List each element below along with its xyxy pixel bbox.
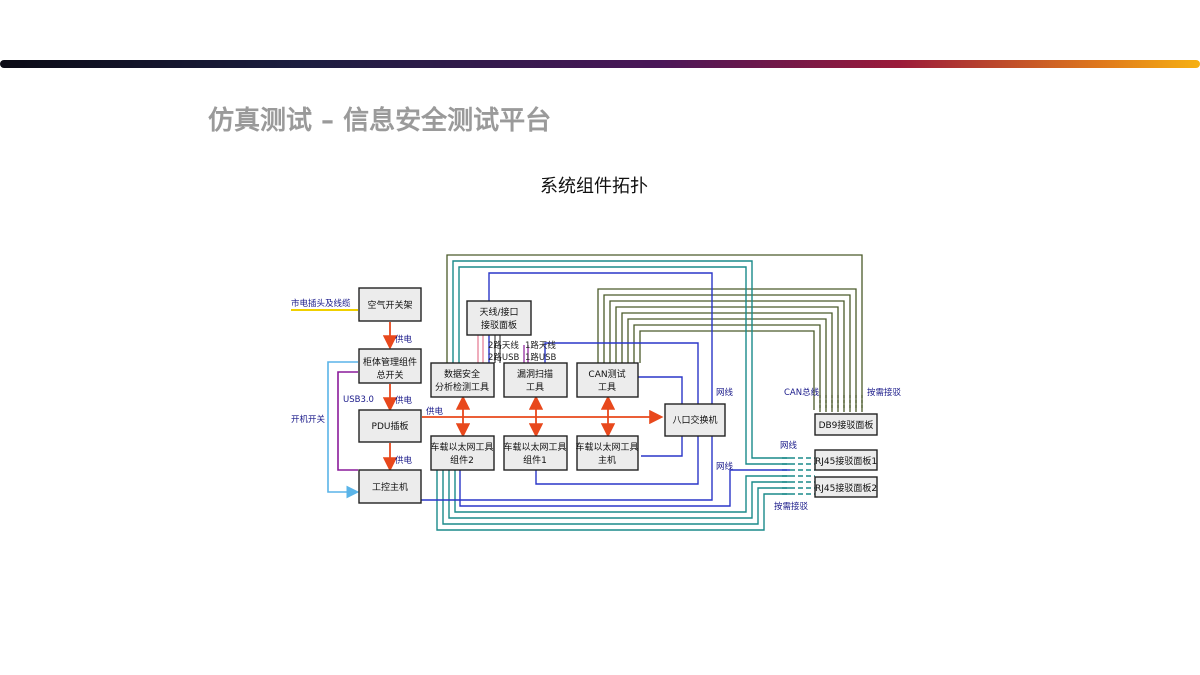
label-netline-3: 网线: [780, 440, 798, 451]
power-switch-line: [327, 361, 360, 499]
can-bus-dashes: [819, 395, 863, 412]
antenna-lines-3: [523, 345, 529, 363]
box-8port-switch: 八口交换机: [664, 403, 726, 437]
svg-text:车载以太网工具: 车载以太网工具: [575, 441, 638, 453]
header-gradient-bar: [0, 60, 1200, 68]
label-mains: 市电插头及线缆: [291, 298, 351, 309]
antenna-lines: [477, 335, 484, 363]
box-eth-comp2: 车载以太网工具 组件2: [430, 435, 495, 471]
svg-text:组件1: 组件1: [523, 454, 547, 466]
label-ant2: 2路天线: [488, 340, 519, 351]
label-usb2: 2路USB: [488, 352, 520, 363]
box-rj45-panel-2: RJ45接驳面板2: [814, 476, 878, 498]
box-can-tool: CAN测试 工具: [576, 362, 639, 398]
box-air-switch: 空气开关架: [358, 287, 422, 322]
label-power-2: 供电: [395, 395, 413, 406]
box-rj45-panel-1: RJ45接驳面板1: [814, 449, 878, 471]
svg-text:PDU插板: PDU插板: [372, 420, 409, 432]
svg-text:工控主机: 工控主机: [372, 481, 408, 493]
label-ant1: 1路天线: [525, 340, 556, 351]
svg-text:车载以太网工具: 车载以太网工具: [503, 441, 566, 453]
label-usb1: 1路USB: [525, 352, 557, 363]
label-usb3: USB3.0: [343, 395, 374, 405]
label-netline-2: 网线: [716, 461, 734, 472]
label-power-4: 供电: [426, 406, 444, 417]
box-pdu: PDU插板: [358, 409, 422, 443]
svg-text:八口交换机: 八口交换机: [672, 414, 717, 426]
box-air-switch-label: 空气开关架: [367, 299, 412, 311]
page-title: 仿真测试 – 信息安全测试平台: [208, 106, 552, 136]
svg-text:车载以太网工具: 车载以太网工具: [430, 441, 493, 453]
svg-text:工具: 工具: [598, 382, 616, 393]
label-on-demand-1: 按需接驳: [867, 387, 902, 398]
box-eth-host: 车载以太网工具 主机: [575, 435, 639, 471]
svg-text:接驳面板: 接驳面板: [481, 319, 517, 331]
diagram-subtitle: 系统组件拓扑: [540, 176, 648, 197]
usb3-line: [337, 371, 358, 471]
rj45-dashes: [782, 457, 815, 495]
box-eth-comp1: 车载以太网工具 组件1: [503, 435, 568, 471]
svg-text:总开关: 总开关: [376, 369, 403, 381]
label-netline-1: 网线: [716, 387, 734, 398]
box-vuln-scan: 漏洞扫描 工具: [503, 362, 568, 398]
svg-text:分析检测工具: 分析检测工具: [435, 381, 489, 393]
svg-text:组件2: 组件2: [450, 454, 474, 466]
svg-text:CAN测试: CAN测试: [588, 368, 625, 380]
label-power-switch: 开机开关: [291, 414, 326, 425]
svg-text:天线/接口: 天线/接口: [479, 306, 518, 318]
label-power-3: 供电: [395, 455, 413, 466]
box-ipc: 工控主机: [358, 469, 422, 504]
svg-text:RJ45接驳面板2: RJ45接驳面板2: [815, 482, 877, 494]
antenna-lines-2: [494, 335, 501, 363]
svg-text:漏洞扫描: 漏洞扫描: [517, 368, 553, 380]
svg-text:工具: 工具: [526, 382, 544, 393]
box-cabinet-mgmt: 柜体管理组件 总开关: [358, 348, 422, 384]
box-data-security: 数据安全 分析检测工具: [430, 362, 495, 398]
svg-text:柜体管理组件: 柜体管理组件: [363, 356, 417, 368]
box-db9-panel: DB9接驳面板: [814, 413, 878, 436]
svg-text:RJ45接驳面板1: RJ45接驳面板1: [815, 455, 877, 467]
power-arrows: [382, 322, 664, 472]
label-on-demand-2: 按需接驳: [774, 501, 809, 512]
label-power-1: 供电: [395, 334, 413, 345]
svg-text:DB9接驳面板: DB9接驳面板: [819, 419, 874, 431]
svg-text:数据安全: 数据安全: [444, 368, 480, 380]
teal-network-lines: [436, 260, 790, 531]
can-bus-lines: [446, 254, 863, 410]
box-antenna-panel: 天线/接口 接驳面板: [466, 300, 532, 336]
label-can-bus: CAN总线: [784, 387, 820, 398]
svg-text:主机: 主机: [598, 454, 616, 466]
